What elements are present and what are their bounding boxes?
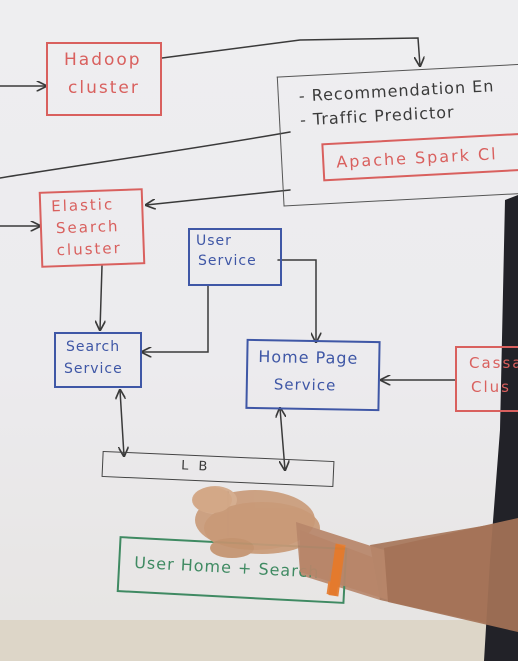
arrow-user-to-home [277,259,316,342]
arrow-spark-to-elastic [146,189,291,205]
user-service-label-line2: Service [198,253,257,269]
search-service-label-line2: Service [64,361,123,377]
cassandra-label-line1: Cassa [469,354,518,372]
search-service-box: Search Service [54,332,142,388]
user-service-box: User Service [188,228,282,286]
search-service-label-line1: Search [66,339,121,355]
arrow-search-lb [120,390,124,456]
cassandra-cluster-box: Cassa Clus [455,346,518,412]
line-left-to-spark [0,131,291,179]
hadoop-label-line2: cluster [68,78,140,98]
arrow-home-lb [280,408,285,470]
hadoop-cluster-box: Hadoop cluster [46,42,162,116]
hadoop-label-line1: Hadoop [64,50,142,70]
floor-strip [0,620,518,661]
arrow-elastic-to-search [100,265,102,330]
user-service-label-line1: User [196,233,232,249]
cassandra-label-line2: Clus [471,378,511,396]
arrow-hadoop-to-spark [161,37,420,66]
arrow-user-to-search [142,285,209,352]
